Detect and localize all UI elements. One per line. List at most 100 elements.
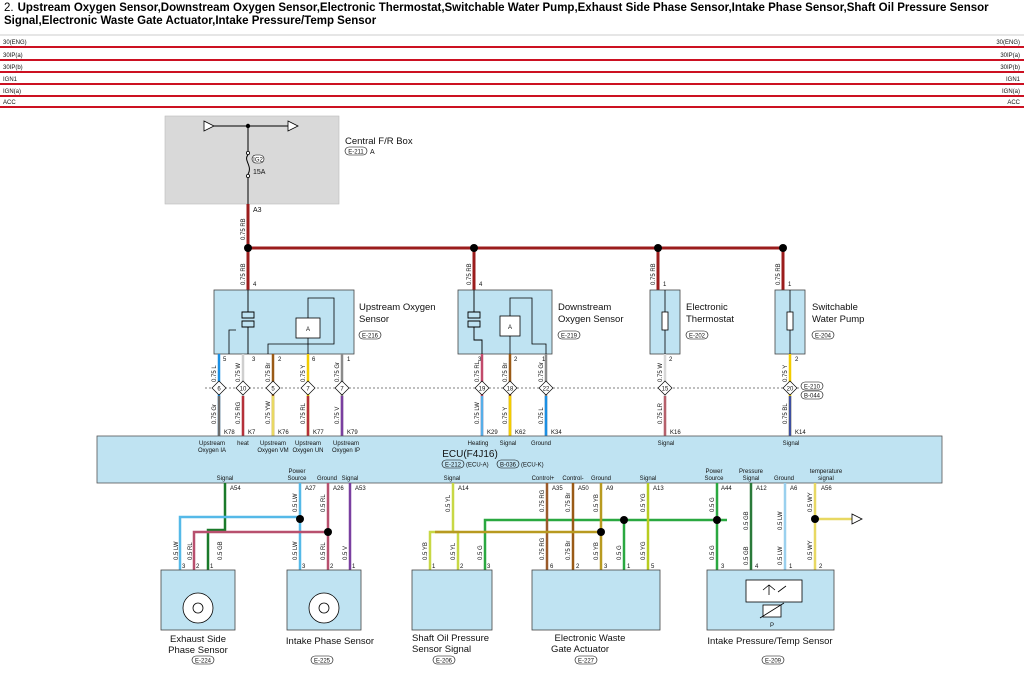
splice-dot bbox=[244, 244, 252, 252]
svg-text:19: 19 bbox=[479, 387, 486, 393]
rb-feed: 0.75 RB 0.75 RB 0.75 RB 0.75 RB 0.75 RB … bbox=[241, 204, 792, 290]
ecu-pin: A54 bbox=[230, 486, 241, 492]
ecu-pin-label: Upstream bbox=[295, 441, 321, 447]
wire-label: 0.75 Y bbox=[301, 365, 307, 382]
ecu-pin-label: Control- bbox=[562, 476, 583, 482]
wire-label: 0.75 Gr bbox=[212, 404, 218, 424]
pin-label: 1 bbox=[352, 564, 356, 570]
svg-text:A: A bbox=[508, 325, 512, 331]
component-name: Phase Sensor bbox=[168, 645, 228, 656]
ecu-pin-label: Signal bbox=[658, 441, 675, 447]
wire-label: 0.75 LW bbox=[475, 402, 481, 424]
pin-label: 2 bbox=[514, 357, 518, 363]
wire-label: 0.5 RL bbox=[321, 494, 327, 512]
connector-id: E-227 bbox=[578, 659, 595, 665]
ecu-pin: K16 bbox=[670, 430, 681, 436]
wire-label: 0.75 RL bbox=[475, 360, 481, 382]
pin-label: 6 bbox=[312, 357, 316, 363]
pin-label: 2 bbox=[576, 564, 580, 570]
rail-label-right: IGN1 bbox=[1006, 77, 1021, 83]
pin-label: 4 bbox=[755, 564, 759, 570]
pin-label: 1 bbox=[432, 564, 436, 570]
upper-wires: 5 3 2 6 1 3 2 1 2 2 0.75 L 0.75 W 0.75 B… bbox=[211, 354, 824, 436]
ecu-pin-label: Ground bbox=[591, 476, 611, 482]
wire-label: 0.5 WY bbox=[808, 492, 814, 512]
wire-label: 0.5 YB bbox=[594, 494, 600, 512]
ecu-pin-label: Upstream bbox=[199, 441, 225, 447]
pin-label: 1 bbox=[347, 357, 351, 363]
ecu-pin: A44 bbox=[721, 486, 732, 492]
rail-label-right: 30IP(b) bbox=[1000, 65, 1020, 71]
pin-label: 3 bbox=[182, 564, 186, 570]
wire-label: 0.5 GB bbox=[744, 546, 750, 565]
wire-label: 0.75 RB bbox=[241, 218, 247, 240]
ecu-pin-label: Heating bbox=[468, 441, 489, 447]
ecu-pin: A13 bbox=[653, 486, 664, 492]
pin-label: 1 bbox=[627, 564, 631, 570]
arrow-icon bbox=[203, 120, 215, 132]
splice-dot bbox=[654, 244, 662, 252]
splice-dot bbox=[620, 516, 628, 524]
splice-dot bbox=[470, 244, 478, 252]
svg-text:7: 7 bbox=[340, 387, 344, 393]
rail-label-left: IGN1 bbox=[3, 77, 18, 83]
svg-text:A: A bbox=[306, 327, 310, 333]
ecu-pin-label: Pressure bbox=[739, 469, 764, 475]
component-name: Electronic Waste bbox=[555, 633, 626, 644]
component-name: Oxygen Sensor bbox=[558, 314, 623, 325]
arrow-icon bbox=[851, 513, 863, 525]
wire-label: 0.75 RB bbox=[776, 263, 782, 285]
wire-label: 0.75 RL bbox=[301, 402, 307, 424]
ecu-pin: K62 bbox=[515, 430, 526, 436]
pin-label: 1 bbox=[542, 357, 546, 363]
rail-label-right: IGN(a) bbox=[1002, 89, 1020, 95]
splice-diamond: 7 bbox=[300, 380, 316, 396]
ecu-pin: K29 bbox=[487, 430, 498, 436]
component-name: Water Pump bbox=[812, 314, 864, 325]
ecu-pin-label: Control+ bbox=[532, 476, 555, 482]
component-name: Sensor Signal bbox=[412, 644, 471, 655]
pin-label: 3 bbox=[721, 564, 725, 570]
wire-label: 0.75 RB bbox=[467, 263, 473, 285]
component-name: Gate Actuator bbox=[551, 644, 609, 655]
component-name: Downstream bbox=[558, 302, 611, 313]
connector-label: (ECU-A) bbox=[466, 463, 489, 469]
wire-label: 0.5 YB bbox=[594, 542, 600, 560]
svg-text:10: 10 bbox=[240, 387, 247, 393]
pin-label: 3 bbox=[478, 357, 482, 363]
splice-diamond: 6 bbox=[211, 380, 227, 396]
wire-label: 0.75 RG bbox=[236, 401, 242, 424]
shaft-oil-pressure-sensor: 1 2 3 Shaft Oil Pressure Sensor Signal E… bbox=[411, 564, 493, 665]
wire-label: 0.5 LW bbox=[174, 541, 180, 560]
component-name: Intake Phase Sensor bbox=[286, 636, 374, 647]
wire-label: 0.75 V bbox=[335, 407, 341, 424]
intake-pressure-temp-sensor: P 3 4 1 2 Intake Pressure/Temp Sensor E-… bbox=[706, 564, 835, 665]
wire-label: 0.5 YG bbox=[641, 541, 647, 560]
connector-label: (ECU-K) bbox=[521, 463, 544, 469]
pin-label: 5 bbox=[651, 564, 655, 570]
component-name: Thermostat bbox=[686, 314, 734, 325]
svg-text:15: 15 bbox=[662, 387, 669, 393]
wire-label: 0.75 YW bbox=[266, 401, 272, 424]
ecu-pin-label: Power bbox=[288, 469, 305, 475]
connector-id: E-209 bbox=[765, 659, 782, 665]
svg-text:18: 18 bbox=[507, 387, 514, 393]
pressure-element-label: P bbox=[770, 623, 774, 629]
wire-label: 0.75 Gr bbox=[335, 362, 341, 382]
ecu-pin-label: Source bbox=[704, 476, 724, 482]
wire-label: 0.5 G bbox=[710, 497, 716, 512]
ecu-name: ECU(F4J16) bbox=[442, 449, 498, 460]
connector-id: E-210 bbox=[804, 385, 821, 391]
fuse-box-name: Central F/R Box bbox=[345, 136, 413, 147]
ecu-pin: A26 bbox=[333, 486, 344, 492]
power-rails: 30(ENG) 30(ENG) 30IP(a) 30IP(a) 30IP(b) … bbox=[0, 40, 1024, 108]
component-name: Exhaust Side bbox=[170, 634, 226, 645]
ecu-pin-label: Signal bbox=[217, 476, 234, 482]
pin-label: 2 bbox=[196, 564, 200, 570]
splice-diamond: 18 bbox=[502, 380, 518, 396]
wire-label: 0.75 RB bbox=[241, 263, 247, 285]
component-box bbox=[213, 289, 355, 355]
fuse-icon bbox=[246, 154, 250, 175]
wire-label: 0.75 L bbox=[212, 365, 218, 382]
